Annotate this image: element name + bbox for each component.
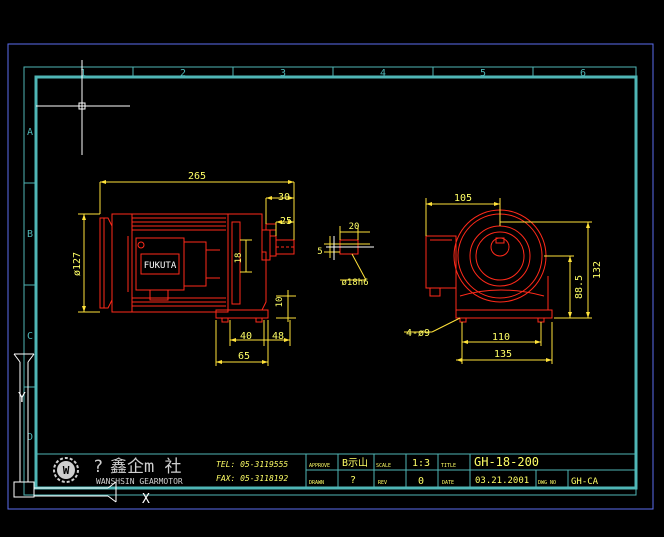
end-view-dimensions [404, 198, 592, 364]
zone-col-6: 6 [580, 68, 586, 79]
zone-col-2: 2 [180, 68, 186, 79]
company-tel: TEL: 05-3119555 [216, 460, 288, 469]
zone-rows [24, 182, 36, 388]
date-label: DATE [442, 480, 454, 486]
ucs-x-label: X [142, 492, 150, 507]
dim-end-135: 135 [494, 349, 512, 360]
date-value: 03.21.2001 [475, 476, 529, 486]
motor-side-view[interactable]: FUKUTA [99, 213, 295, 323]
title-value: GH-18-200 [474, 455, 539, 469]
company-glyph: ? [93, 457, 103, 477]
dim-end-105: 105 [454, 193, 472, 204]
dim-25: 25 [280, 216, 292, 227]
drawn-value: ? [350, 475, 356, 486]
motor-brand-label: FUKUTA [144, 261, 177, 271]
dim-65: 65 [238, 351, 250, 362]
zone-columns [132, 67, 534, 77]
approve-value: B示山 [342, 457, 368, 469]
approve-label: APPROVE [309, 463, 330, 469]
zone-col-3: 3 [280, 68, 286, 79]
company-name-cn: 鑫企m 社 [110, 457, 181, 477]
dim-30: 30 [278, 192, 290, 203]
dim-diam-127: ø127 [72, 252, 83, 276]
output-shaft [275, 239, 295, 255]
motor-body [111, 213, 229, 313]
drawing-frame [34, 75, 638, 490]
rev-value: 0 [418, 476, 424, 487]
dim-end-110: 110 [492, 332, 510, 343]
crosshair-cursor [36, 60, 130, 155]
dim-40: 40 [240, 331, 252, 342]
dim-48: 48 [272, 331, 284, 342]
svg-text:W: W [63, 464, 70, 477]
title-label: TITLE [441, 463, 456, 469]
scale-value: 1:3 [412, 458, 430, 469]
dim-18: 18 [234, 253, 244, 264]
zone-col-4: 4 [380, 68, 386, 79]
dwg-label: DWG NO [538, 480, 556, 486]
company-name-en: WANSHSIN GEARMOTOR [96, 477, 183, 486]
dwg-value: GH-CA [571, 477, 599, 487]
zone-row-a: A [27, 127, 33, 138]
title-block [36, 453, 636, 488]
dim-shaft-20: 20 [349, 222, 360, 232]
dim-end-88-5: 88.5 [574, 275, 585, 299]
sheet-outer-border [7, 43, 654, 510]
zone-row-b: B [27, 229, 33, 240]
dim-overall-length: 265 [188, 171, 206, 182]
side-view-arrows [82, 180, 294, 364]
side-view-dimensions [78, 181, 296, 366]
gearbox [215, 213, 277, 323]
zone-row-c: C [27, 331, 33, 342]
dim-shaft-diam: ø18h6 [341, 278, 368, 288]
ucs-icon[interactable] [13, 353, 117, 503]
dim-shaft-5: 5 [317, 247, 322, 257]
scale-label: SCALE [376, 463, 391, 469]
dim-10: 10 [275, 297, 285, 308]
drawn-label: DRAWN [309, 480, 324, 486]
zone-col-1: 1 [80, 68, 86, 79]
company-fax: FAX: 05-3118192 [216, 474, 288, 483]
dim-holes: 4-ø9 [406, 328, 430, 339]
rev-label: REV [378, 480, 387, 486]
nameplate [135, 237, 220, 301]
company-logo: W [53, 457, 79, 483]
zone-row-d: D [27, 432, 33, 443]
end-view-arrows [426, 202, 590, 362]
shaft-detail: 20 5 ø18h6 [317, 222, 374, 288]
dim-end-132: 132 [592, 261, 603, 279]
zone-col-5: 5 [480, 68, 486, 79]
ucs-y-label: Y [18, 391, 26, 406]
